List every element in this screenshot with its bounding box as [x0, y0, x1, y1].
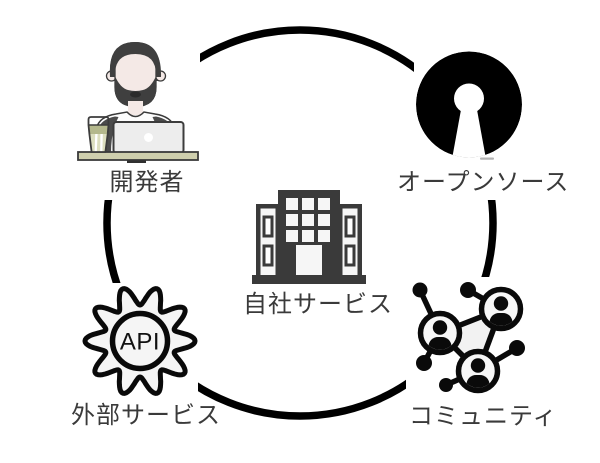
api-gear-icon: API	[82, 286, 198, 396]
node-community	[406, 277, 528, 397]
api-badge: API	[120, 329, 160, 356]
node-open-source	[414, 49, 524, 161]
office-building-icon	[252, 190, 366, 284]
label-community: コミュニティ	[409, 402, 558, 430]
node-company-service	[251, 187, 367, 287]
people-network-icon	[412, 282, 525, 394]
node-external-service: API	[82, 283, 198, 399]
label-developer: 開発者	[80, 163, 214, 200]
label-company-service: 自社サービス	[243, 289, 393, 319]
open-source-keyhole-icon	[416, 51, 522, 160]
label-external-service: 外部サービス	[71, 400, 221, 430]
node-developer	[70, 35, 200, 170]
developer-at-laptop-icon	[77, 42, 199, 165]
label-open-source: オープンソース	[397, 160, 568, 200]
